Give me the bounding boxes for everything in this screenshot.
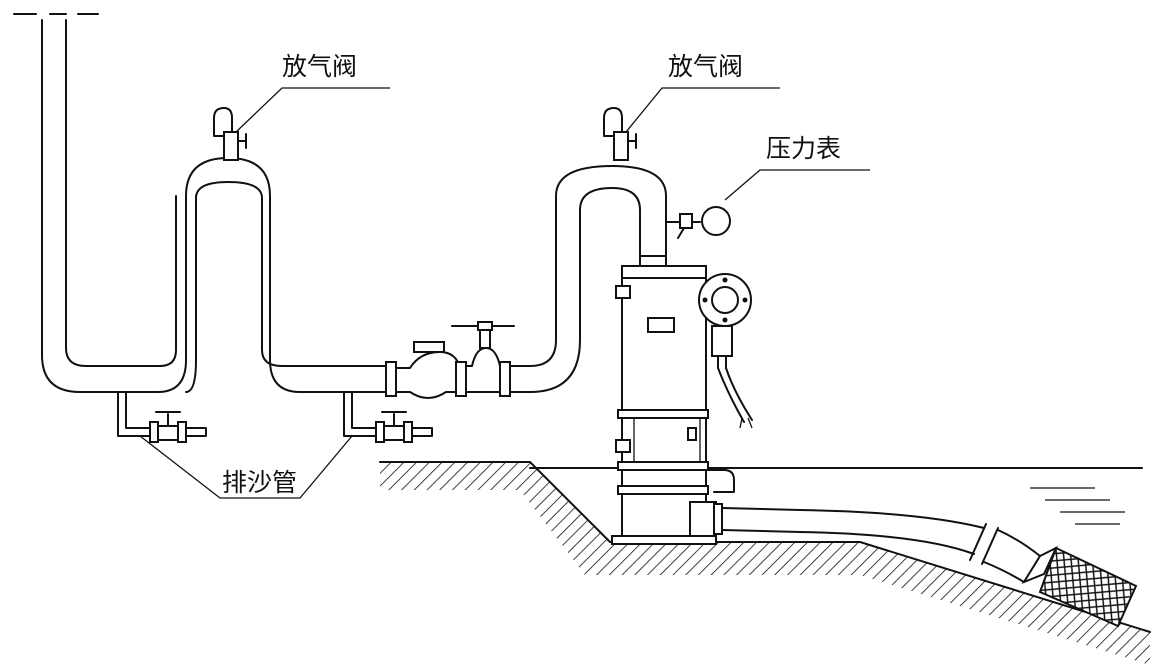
vent-valve-label-right: 放气阀 (668, 52, 744, 81)
sand-drain-left (117, 391, 207, 443)
main-pipeline (41, 19, 667, 393)
pump-flange (698, 273, 753, 429)
sand-drain-right (343, 391, 433, 443)
sand-drain-pipe-label: 排沙管 (222, 468, 298, 497)
vent-valve-label-left: 放气阀 (282, 52, 358, 81)
ground (379, 461, 1151, 665)
pressure-gauge-label: 压力表 (766, 134, 842, 163)
pump-body (611, 255, 717, 545)
leader-lines (139, 87, 870, 499)
suction-hose (689, 469, 1138, 628)
vent-valve-right (603, 107, 637, 161)
vent-valve-left (213, 107, 247, 161)
pressure-gauge (665, 206, 731, 239)
inline-valves (385, 321, 515, 399)
